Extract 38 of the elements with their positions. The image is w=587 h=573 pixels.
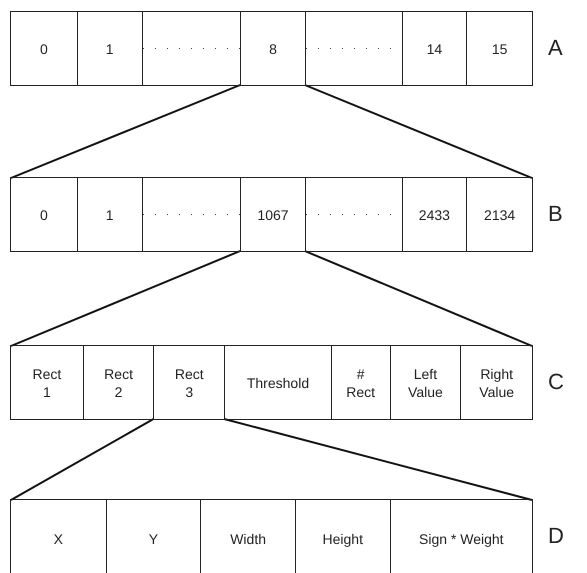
cell-text: 15 <box>492 40 508 58</box>
cell-text: Sign * Weight <box>419 530 504 548</box>
array-row <box>10 177 533 252</box>
cell-text: X <box>54 530 63 548</box>
elided-cells <box>142 178 240 251</box>
cell-text: Rect 2 <box>103 364 134 400</box>
expansion-line <box>224 418 532 501</box>
cell-text: Y <box>148 530 158 548</box>
row-letter: D <box>548 523 564 549</box>
expansion-line <box>10 418 154 501</box>
cell-text: 1 <box>106 206 114 224</box>
expansion-line <box>10 84 240 179</box>
array-row <box>10 499 533 573</box>
cell-text: Left Value <box>407 364 444 400</box>
cell-text: 2433 <box>418 206 450 224</box>
cell-text: Height <box>322 530 363 548</box>
row-letter: B <box>548 201 563 227</box>
cell-text: 0 <box>40 206 48 224</box>
cell-text: 2134 <box>484 206 516 224</box>
cell-text: 14 <box>426 40 442 58</box>
elided-cells <box>142 12 240 85</box>
array-row <box>10 11 533 86</box>
cell-text: Right Value <box>478 364 516 400</box>
cell-text: Rect 3 <box>174 364 205 400</box>
cell-text: Threshold <box>246 374 310 392</box>
cell-text: 1 <box>106 40 114 58</box>
expansion-line <box>304 250 532 347</box>
cell-text: 8 <box>269 40 277 58</box>
cell-text: 1067 <box>257 206 289 224</box>
row-letter: A <box>548 35 563 61</box>
cell-text: 0 <box>40 40 48 58</box>
array-row <box>10 345 533 420</box>
cell-text: Rect 1 <box>31 364 62 400</box>
cell-text: # Rect <box>345 364 376 400</box>
expansion-line <box>10 250 240 347</box>
row-letter: C <box>548 369 564 395</box>
expansion-line <box>304 84 532 179</box>
cell-text: Width <box>230 530 266 548</box>
